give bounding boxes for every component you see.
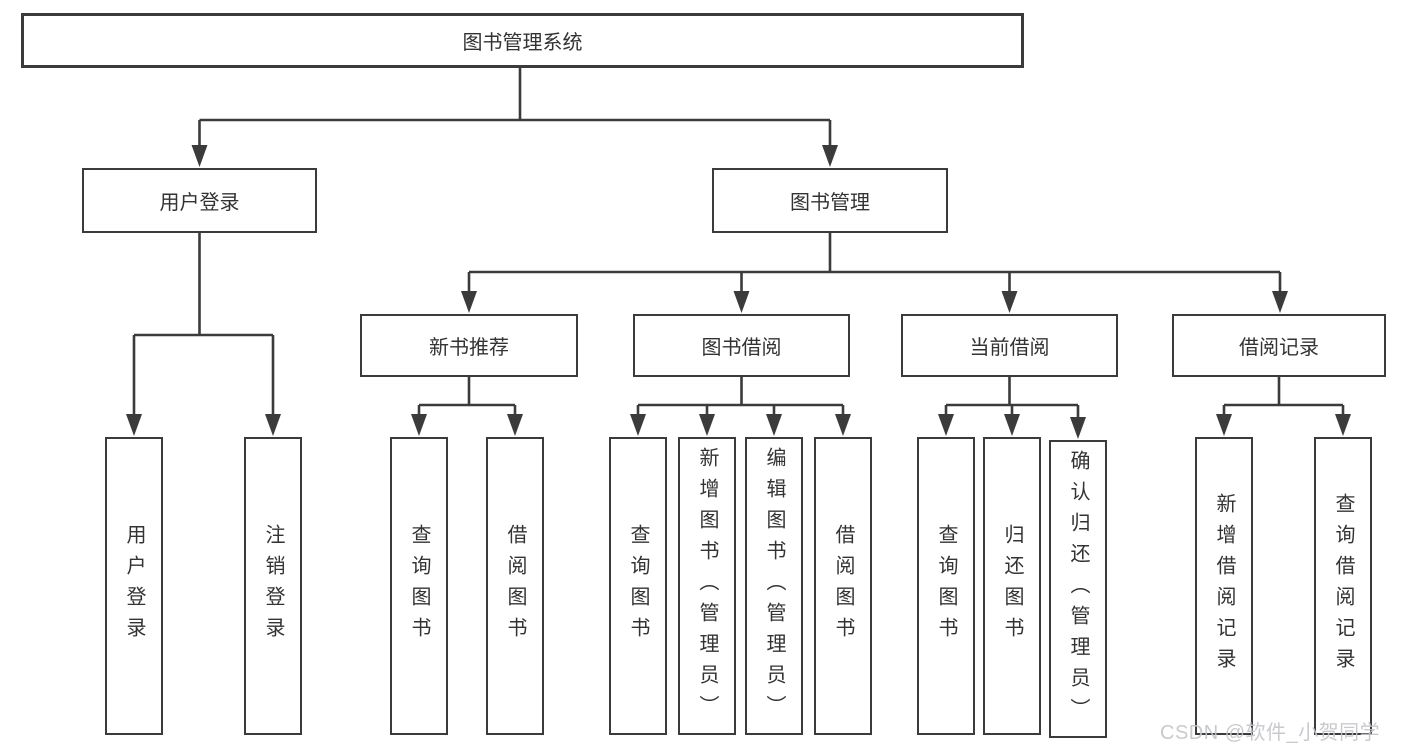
node-label: 图书管理系统 — [462, 32, 583, 54]
node-root-library-system: 图书管理系统 — [21, 13, 1024, 68]
node-new-book-recommend: 新书推荐 — [360, 314, 578, 377]
node-label: 用户登录 — [159, 192, 240, 214]
node-label: 编辑图书（管理员） — [763, 446, 785, 726]
node-book-borrow: 图书借阅 — [633, 314, 850, 377]
node-label: 查询图书 — [627, 524, 649, 648]
node-leaf-newbook-query-books: 查询图书 — [390, 437, 448, 735]
node-label: 借阅图书 — [504, 524, 526, 648]
node-leaf-add-books-admin: 新增图书（管理员） — [678, 437, 736, 735]
node-label: 借阅图书 — [832, 524, 854, 648]
node-label: 注销登录 — [262, 524, 284, 648]
node-borrow-record: 借阅记录 — [1172, 314, 1386, 377]
node-book-management: 图书管理 — [712, 168, 948, 233]
node-label: 确认归还（管理员） — [1067, 449, 1089, 729]
node-label: 用户登录 — [123, 524, 145, 648]
node-label: 新增借阅记录 — [1213, 493, 1235, 679]
node-label: 新书推荐 — [429, 337, 509, 359]
node-label: 当前借阅 — [969, 337, 1050, 359]
node-leaf-query-borrow-record: 查询借阅记录 — [1314, 437, 1372, 735]
node-leaf-newbook-borrow-books: 借阅图书 — [486, 437, 544, 735]
node-label: 查询图书 — [408, 524, 430, 648]
node-label: 归还图书 — [1001, 524, 1023, 648]
node-leaf-return-books: 归还图书 — [983, 437, 1041, 735]
node-leaf-edit-books-admin: 编辑图书（管理员） — [745, 437, 803, 735]
csdn-watermark: CSDN @软件_小贺同学 — [1160, 722, 1381, 744]
node-user-login: 用户登录 — [82, 168, 317, 233]
node-leaf-add-borrow-record: 新增借阅记录 — [1195, 437, 1253, 735]
node-label: 查询借阅记录 — [1332, 493, 1354, 679]
node-label: 新增图书（管理员） — [696, 446, 718, 726]
node-current-borrow: 当前借阅 — [901, 314, 1118, 377]
node-leaf-user-login: 用户登录 — [105, 437, 163, 735]
node-leaf-borrow-query-books: 查询图书 — [609, 437, 667, 735]
node-leaf-confirm-return-admin: 确认归还（管理员） — [1049, 440, 1107, 738]
node-label: 图书借阅 — [701, 337, 782, 359]
node-label: 查询图书 — [935, 524, 957, 648]
node-label: 图书管理 — [790, 192, 870, 214]
node-label: 借阅记录 — [1239, 337, 1319, 359]
node-leaf-current-query-books: 查询图书 — [917, 437, 975, 735]
node-leaf-borrow-books: 借阅图书 — [814, 437, 872, 735]
node-leaf-logout: 注销登录 — [244, 437, 302, 735]
